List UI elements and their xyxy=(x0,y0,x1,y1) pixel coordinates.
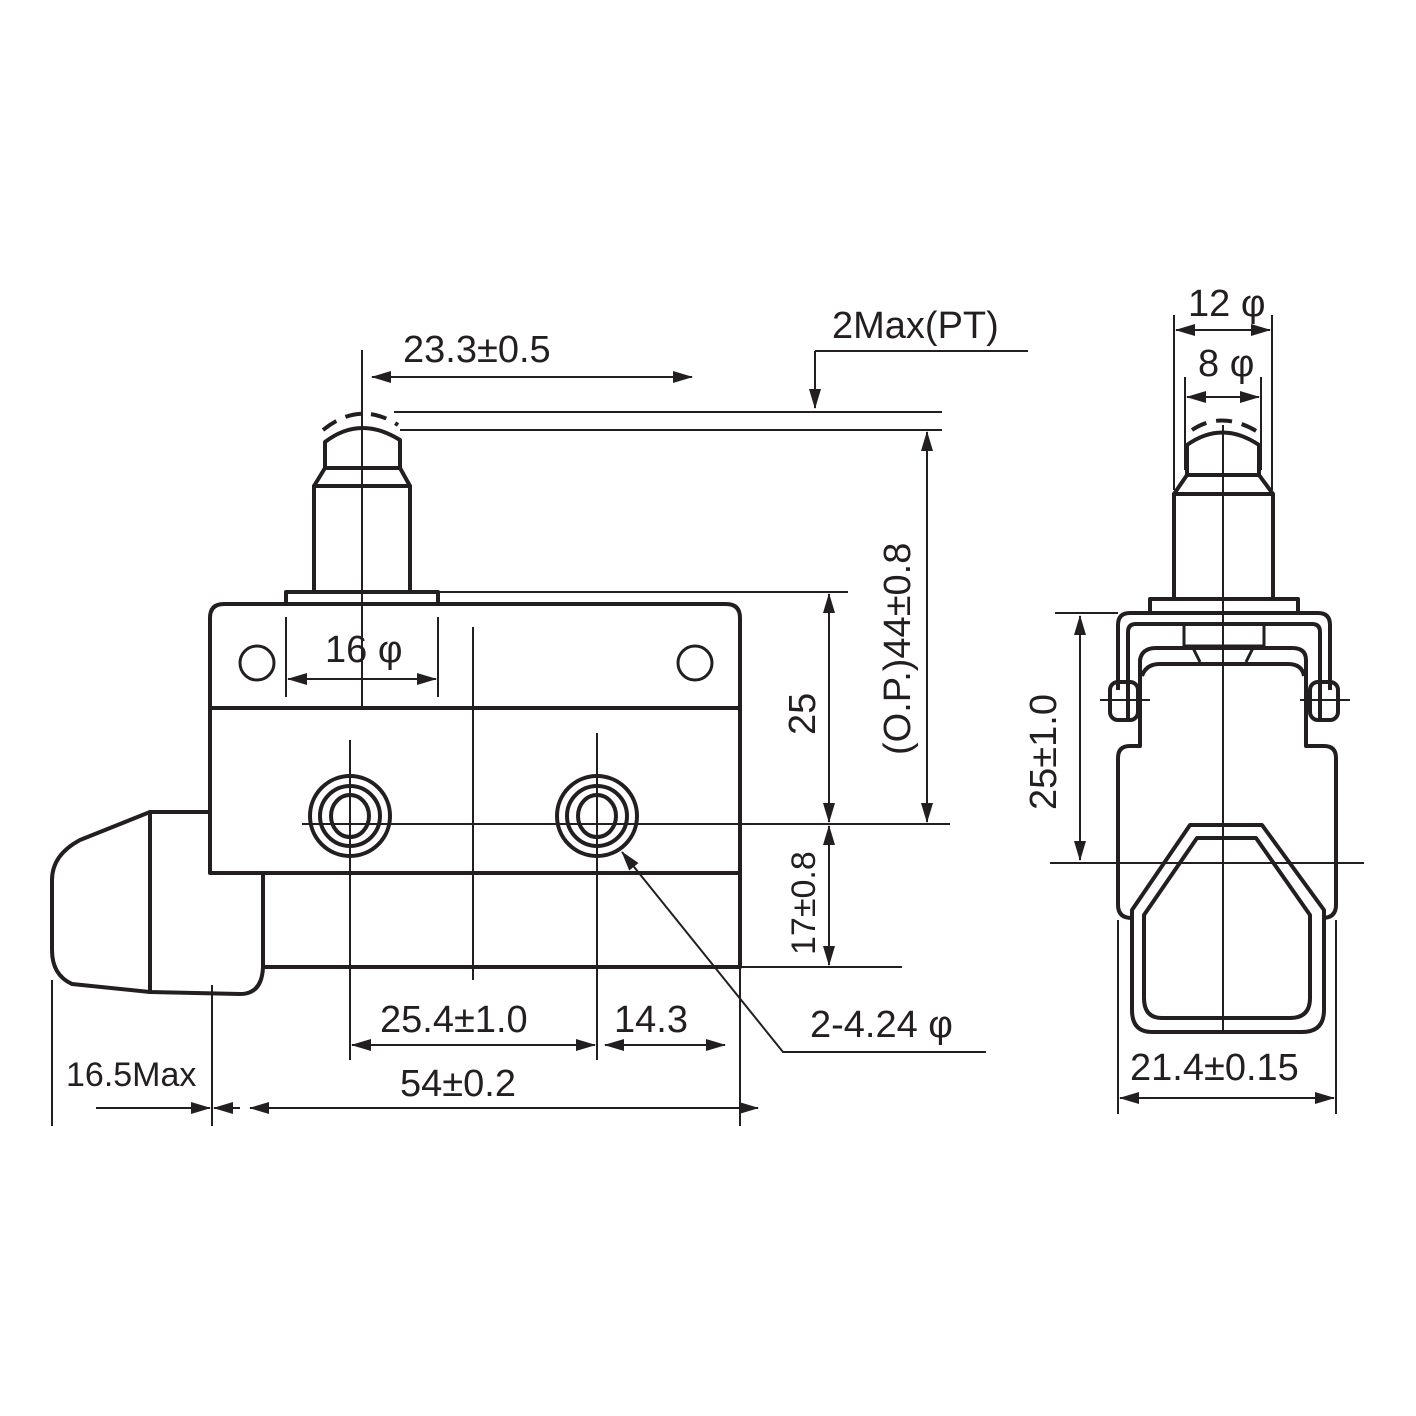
label-body-length: 54±0.2 xyxy=(400,1063,516,1105)
conduit-boss xyxy=(148,810,265,996)
mount-hole-right xyxy=(676,644,714,682)
cable-window-inner xyxy=(1142,836,1312,1020)
label-hole-spacing: 25.4±1.0 xyxy=(380,999,528,1041)
side-plunger-pretravel-arc xyxy=(1190,418,1260,434)
label-plunger-offset: 23.3±0.5 xyxy=(403,329,551,371)
conduit-cap xyxy=(50,810,151,994)
label-conduit: 16.5Max xyxy=(66,1056,196,1094)
label-pretravel: 2Max(PT) xyxy=(832,305,999,347)
switch-base xyxy=(261,873,742,969)
plunger-pretravel-arc xyxy=(321,411,400,432)
mount-hole-left xyxy=(238,644,276,682)
side-view: 12 φ 8 φ 25±1.0 21.4±0.15 xyxy=(1023,283,1364,1114)
label-25-tol: 25±1.0 xyxy=(1023,694,1065,810)
front-view: 23.3±0.5 2Max(PT) 16 φ 25 (O.P.)44±0.8 1… xyxy=(50,305,1028,1126)
leader-mounting-holes xyxy=(621,851,986,1053)
label-operating-position: (O.P.)44±0.8 xyxy=(877,543,919,755)
bracket-taper xyxy=(1190,645,1256,663)
label-height-25: 25 xyxy=(782,693,824,735)
label-14-3: 14.3 xyxy=(614,999,688,1041)
label-17: 17±0.8 xyxy=(785,851,823,955)
switch-body xyxy=(208,706,742,875)
label-12: 12 φ xyxy=(1188,283,1265,325)
label-8: 8 φ xyxy=(1198,343,1254,385)
label-plunger-base-dia: 16 φ xyxy=(325,629,402,671)
switch-head xyxy=(208,602,742,710)
label-width: 21.4±0.15 xyxy=(1130,1047,1299,1089)
label-mounting-holes: 2-4.24 φ xyxy=(810,1004,953,1046)
cable-window-outer xyxy=(1130,823,1326,1034)
side-body xyxy=(1116,680,1338,920)
